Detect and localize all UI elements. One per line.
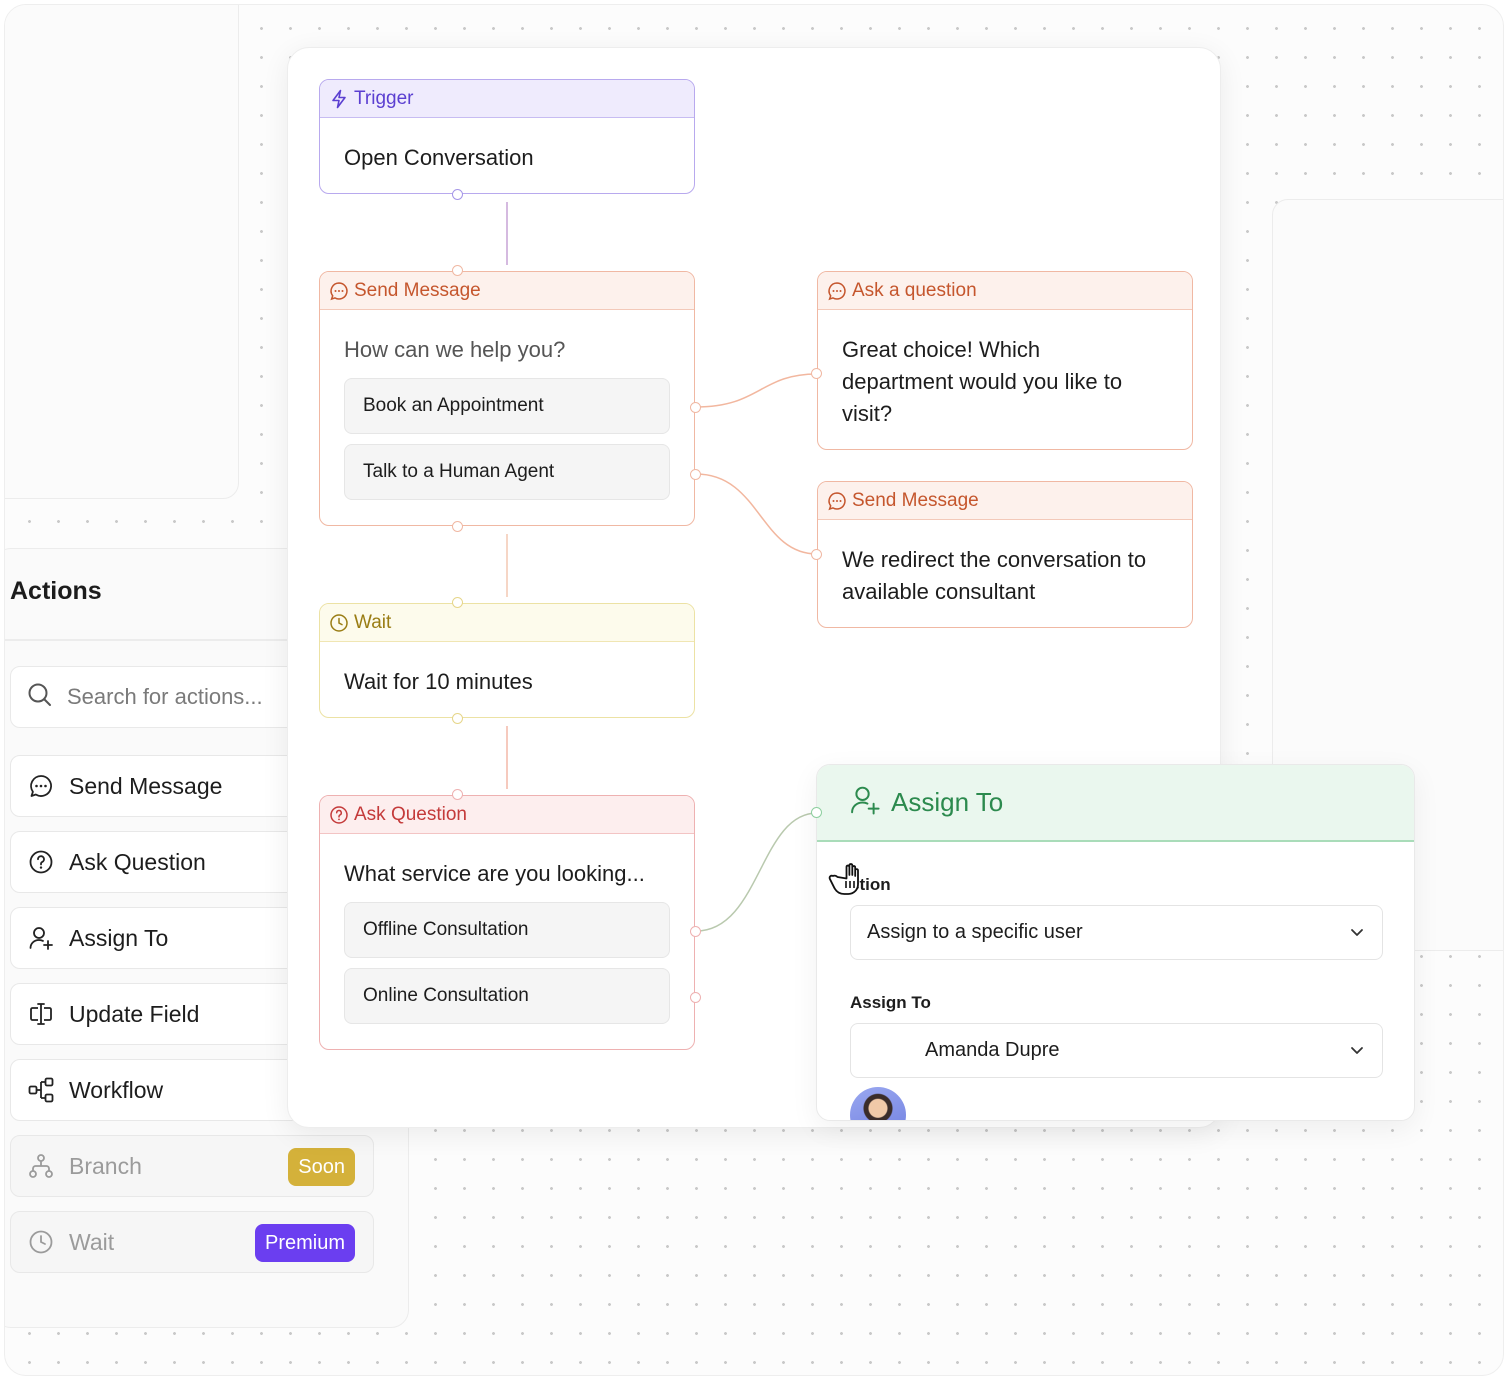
node-body: Great choice! Which department would you… bbox=[842, 337, 1123, 426]
assign-to-panel: Assign To ction Assign to a specific use… bbox=[816, 764, 1415, 1121]
text-cursor-field-icon bbox=[27, 1000, 55, 1028]
wait-node[interactable]: Wait Wait for 10 minutes bbox=[319, 597, 695, 724]
node-title: Trigger bbox=[354, 87, 414, 109]
action-label: Assign To bbox=[69, 924, 169, 951]
chat-bubble-icon bbox=[27, 772, 55, 800]
soon-badge: Soon bbox=[288, 1148, 355, 1186]
input-port[interactable] bbox=[452, 789, 463, 800]
input-port[interactable] bbox=[452, 597, 463, 608]
workflow-icon bbox=[27, 1076, 55, 1104]
user-plus-icon bbox=[27, 924, 55, 952]
question-circle-icon bbox=[27, 848, 55, 876]
node-body: Open Conversation bbox=[344, 145, 534, 170]
node-prompt: How can we help you? Book an Appointment… bbox=[320, 310, 694, 500]
node-body: Wait for 10 minutes bbox=[344, 669, 533, 694]
select-value: Assign to a specific user bbox=[867, 921, 1083, 943]
output-port[interactable] bbox=[452, 521, 463, 532]
input-port[interactable] bbox=[452, 265, 463, 276]
option-online-consultation[interactable]: Online Consultation bbox=[344, 968, 670, 1024]
send-message-node[interactable]: Send Message How can we help you? Book a… bbox=[319, 265, 701, 532]
lightning-icon bbox=[329, 89, 349, 109]
chat-bubble-icon bbox=[329, 281, 349, 301]
chevron-down-icon bbox=[1348, 923, 1366, 941]
action-label: Ask Question bbox=[69, 848, 206, 875]
option-port[interactable] bbox=[690, 926, 701, 937]
grab-hand-icon bbox=[828, 863, 859, 895]
clock-icon bbox=[27, 1228, 55, 1256]
background-panel bbox=[5, 5, 239, 499]
action-select[interactable]: Assign to a specific user bbox=[850, 905, 1383, 960]
action-label: Send Message bbox=[69, 772, 223, 799]
premium-badge: Premium bbox=[254, 1224, 355, 1262]
output-port[interactable] bbox=[452, 713, 463, 724]
action-label: Branch bbox=[69, 1152, 142, 1179]
option-port[interactable] bbox=[690, 469, 701, 480]
user-plus-icon bbox=[849, 784, 881, 821]
search-icon bbox=[27, 682, 53, 713]
chevron-down-icon bbox=[1348, 1041, 1366, 1059]
node-header: Ask a question bbox=[818, 272, 1192, 310]
node-header: Ask Question bbox=[320, 796, 694, 834]
action-label: Wait bbox=[69, 1228, 115, 1255]
actions-title: Actions bbox=[10, 577, 102, 605]
option-port[interactable] bbox=[690, 402, 701, 413]
node-header: Send Message bbox=[320, 272, 694, 310]
option-port[interactable] bbox=[690, 992, 701, 1003]
input-port[interactable] bbox=[811, 368, 822, 379]
ask-a-question-node[interactable]: Ask a question Great choice! Which depar… bbox=[811, 271, 1193, 450]
assign-title: Assign To bbox=[891, 787, 1004, 817]
divider bbox=[5, 639, 408, 641]
select-value: Amanda Dupre bbox=[925, 1039, 1060, 1061]
send-message-node-2[interactable]: Send Message We redirect the conversatio… bbox=[811, 481, 1193, 628]
assignee-select[interactable]: Amanda Dupre bbox=[850, 1023, 1383, 1078]
node-header: Send Message bbox=[818, 482, 1192, 520]
clock-icon bbox=[329, 613, 349, 633]
node-body: We redirect the conversation to availabl… bbox=[842, 547, 1147, 604]
input-port[interactable] bbox=[811, 807, 822, 818]
node-title: Send Message bbox=[354, 279, 481, 301]
action-label: Update Field bbox=[69, 1000, 200, 1027]
assign-header: Assign To bbox=[817, 765, 1414, 842]
chat-bubble-icon bbox=[827, 281, 847, 301]
action-branch: Branch Soon bbox=[10, 1135, 374, 1197]
chat-bubble-icon bbox=[827, 491, 847, 511]
node-title: Send Message bbox=[852, 489, 979, 511]
avatar bbox=[850, 1087, 906, 1120]
node-title: Ask Question bbox=[354, 803, 467, 825]
prompt-text: What service are you looking... bbox=[344, 861, 645, 886]
input-port[interactable] bbox=[811, 549, 822, 560]
action-label: Workflow bbox=[69, 1076, 164, 1103]
node-title: Ask a question bbox=[852, 279, 977, 301]
option-book-appointment[interactable]: Book an Appointment bbox=[344, 378, 670, 434]
ask-question-node[interactable]: Ask Question What service are you lookin… bbox=[319, 789, 701, 1050]
node-header: Trigger bbox=[320, 80, 694, 118]
action-wait: Wait Premium bbox=[10, 1211, 374, 1273]
output-port[interactable] bbox=[452, 189, 463, 200]
node-prompt: What service are you looking... Offline … bbox=[320, 834, 694, 1024]
option-human-agent[interactable]: Talk to a Human Agent bbox=[344, 444, 670, 500]
action-field-label: ction bbox=[850, 875, 891, 894]
option-offline-consultation[interactable]: Offline Consultation bbox=[344, 902, 670, 958]
trigger-node[interactable]: Trigger Open Conversation bbox=[319, 79, 695, 200]
node-header: Wait bbox=[320, 604, 694, 642]
assign-field-label: Assign To bbox=[850, 993, 931, 1012]
question-circle-icon bbox=[329, 805, 349, 825]
prompt-text: How can we help you? bbox=[344, 337, 566, 362]
node-title: Wait bbox=[354, 611, 392, 633]
branch-icon bbox=[27, 1152, 55, 1180]
